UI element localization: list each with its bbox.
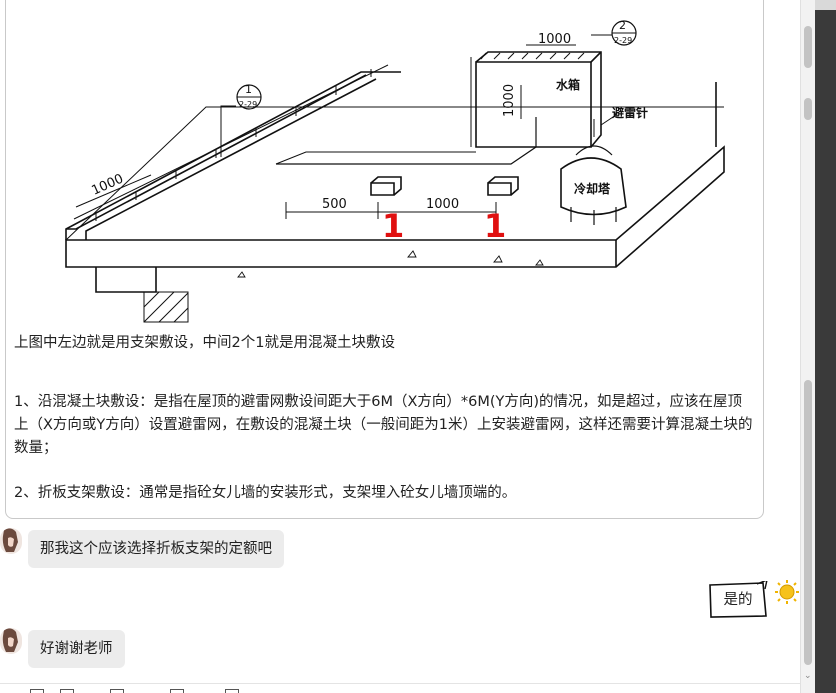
chat-message: 那我这个应该选择折板支架的定额吧 <box>28 530 284 568</box>
label-lightning-rod: 避雷针 <box>612 105 648 120</box>
folder-icon[interactable] <box>170 689 184 693</box>
side-panel-edge <box>815 0 836 693</box>
input-toolbar <box>0 683 800 693</box>
sun-avatar-icon[interactable] <box>774 579 800 605</box>
scrollbar[interactable]: ⌄ <box>800 0 815 693</box>
label-cooling-tower: 冷却塔 <box>574 181 611 196</box>
scroll-thumb[interactable] <box>804 380 812 665</box>
red-mark-one-left: 1 <box>382 207 404 245</box>
ref-tank-sub: 2-29 <box>614 36 632 45</box>
scroll-thumb-top[interactable] <box>804 26 812 68</box>
scroll-down-icon[interactable]: ⌄ <box>804 671 812 681</box>
explanation-paragraph-1: 1、沿混凝土块敷设：是指在屋顶的避雷网敷设间距大于6M（X方向）*6M(Y方向)… <box>14 394 753 456</box>
message-bubble-image-text: 1000 1000 2 2-29 1 2-29 水箱 避雷针 冷却塔 1000 … <box>5 0 764 519</box>
emoji-icon[interactable] <box>30 689 44 693</box>
label-water-tank: 水箱 <box>556 77 580 92</box>
image-icon[interactable] <box>60 689 74 693</box>
red-mark-one-right: 1 <box>484 207 506 245</box>
dim-mid-1000: 1000 <box>426 197 459 212</box>
dim-tank-height: 1000 <box>502 84 517 117</box>
side-panel-top <box>815 0 836 10</box>
dim-500: 500 <box>322 197 347 212</box>
ref-left-sub: 2-29 <box>239 100 257 109</box>
roof-lightning-diagram: 1000 1000 2 2-29 1 2-29 水箱 避雷针 冷却塔 1000 … <box>65 19 725 323</box>
dim-left-1000: 1000 <box>90 171 126 198</box>
scroll-thumb-small[interactable] <box>804 98 812 120</box>
explanation-paragraph-2: 2、折板支架敷设：通常是指砼女儿墙的安装形式，支架埋入砼女儿墙顶端的。 <box>14 485 517 501</box>
image-caption: 上图中左边就是用支架敷设，中间2个1就是用混凝土块敷设 <box>14 335 395 351</box>
avatar[interactable] <box>0 528 22 554</box>
avatar[interactable] <box>0 628 22 654</box>
ref-tank-number: 2 <box>619 19 626 32</box>
chat-message: 好谢谢老师 <box>28 630 125 668</box>
reply-text: 是的 <box>723 592 753 608</box>
ref-left-number: 1 <box>245 83 252 96</box>
chat-area: 1000 1000 2 2-29 1 2-29 水箱 避雷针 冷却塔 1000 … <box>0 0 800 693</box>
scissors-icon[interactable] <box>110 689 124 693</box>
chat-message-reply: 是的 <box>707 581 769 619</box>
speech-frame-icon <box>709 581 768 618</box>
more-icon[interactable] <box>225 689 239 693</box>
dim-tank-width: 1000 <box>538 32 571 47</box>
